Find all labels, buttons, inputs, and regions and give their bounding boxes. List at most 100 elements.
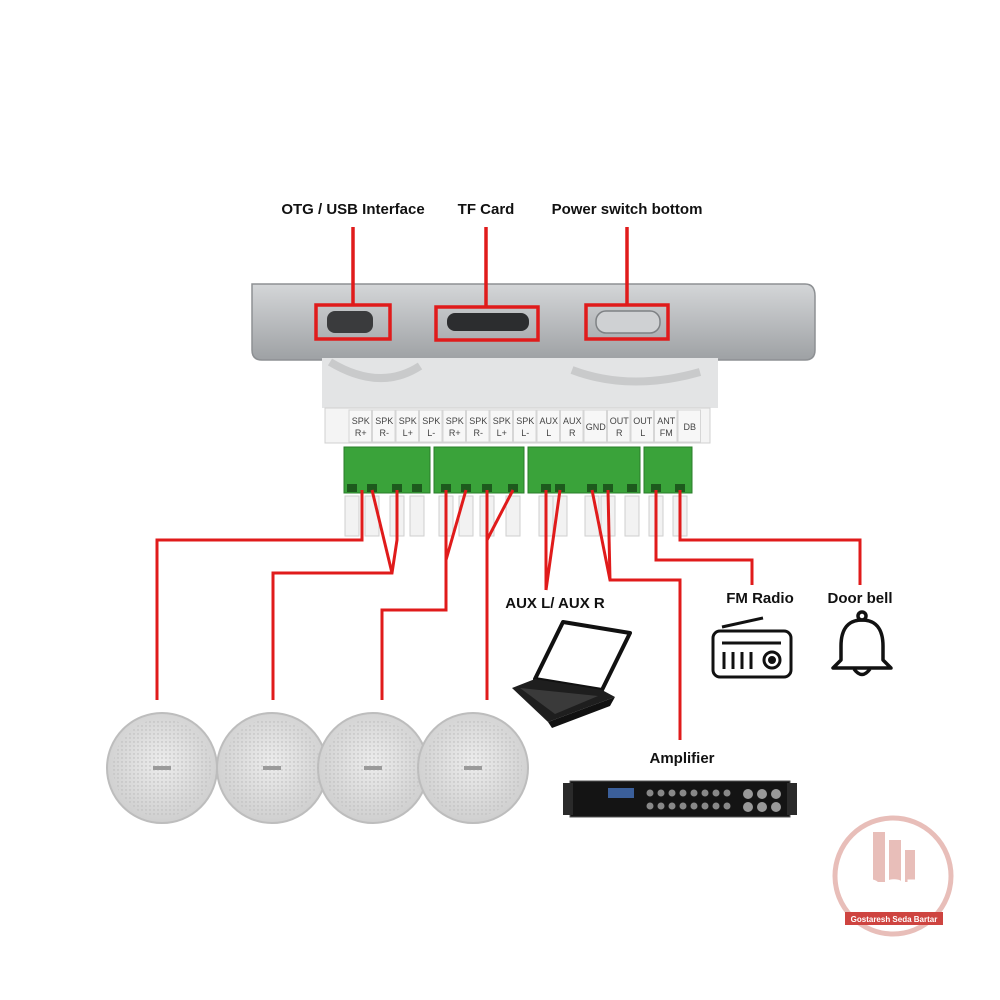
amplifier-unit xyxy=(563,780,797,818)
terminal-screw-hole xyxy=(555,484,565,492)
terminal-label-top: SPK xyxy=(493,416,511,426)
amp-knob xyxy=(690,802,698,810)
amp-knob xyxy=(679,802,687,810)
amp-knob xyxy=(701,789,709,797)
terminal-label: AUX R xyxy=(560,409,584,443)
amp-knob xyxy=(668,789,676,797)
terminal-label: AUX L xyxy=(536,409,560,443)
gsb-logo-text: GSB xyxy=(856,873,930,911)
amp-knob xyxy=(646,802,654,810)
terminal-label-top: ANT xyxy=(657,416,676,426)
plug-stem xyxy=(624,495,640,537)
fm-radio-label: FM Radio xyxy=(726,590,794,607)
amp-knob xyxy=(668,802,676,810)
terminal-label-bottom: L+ xyxy=(403,428,413,438)
otg-usb-label: OTG / USB Interface xyxy=(281,201,424,218)
tf-card-slot xyxy=(447,313,529,331)
terminal-label-bottom: R- xyxy=(474,428,484,438)
plug-stem xyxy=(344,495,360,537)
amp-knob xyxy=(712,802,720,810)
ceiling-speakers xyxy=(106,712,529,824)
terminal-label: SPK L+ xyxy=(395,409,419,443)
terminal-screw-hole xyxy=(675,484,685,492)
amp-knob xyxy=(743,802,753,812)
terminal-label-top: OUT xyxy=(610,416,630,426)
terminal-label: SPK L- xyxy=(419,409,443,443)
amp-knob xyxy=(771,802,781,812)
terminal-screw-hole xyxy=(482,484,492,492)
terminal-label: SPK R+ xyxy=(442,409,466,443)
usb-port xyxy=(327,311,373,333)
amp-knob xyxy=(757,789,767,799)
terminal-label-top: SPK xyxy=(422,416,440,426)
terminal-label: SPK L- xyxy=(513,409,537,443)
amp-knob xyxy=(723,802,731,810)
terminal-screw-hole xyxy=(412,484,422,492)
power-switch xyxy=(595,310,661,334)
aux-label: AUX L/ AUX R xyxy=(505,595,605,612)
amp-knob xyxy=(771,789,781,799)
terminal-screw-hole xyxy=(461,484,471,492)
terminal-screw-hole xyxy=(627,484,637,492)
ceiling-speaker-icon xyxy=(216,712,328,824)
amplifier-label: Amplifier xyxy=(649,750,714,767)
terminal-label-bottom: R- xyxy=(380,428,390,438)
terminal-screw-hole xyxy=(367,484,377,492)
radio-icon xyxy=(711,616,793,679)
terminal-screw-hole xyxy=(587,484,597,492)
power-switch-label: Power switch bottom xyxy=(552,201,703,218)
terminal-screw-hole xyxy=(541,484,551,492)
amp-knob xyxy=(723,789,731,797)
terminal-label-top: GND xyxy=(586,422,607,432)
terminal-label-bottom: R xyxy=(569,428,576,438)
terminal-label-top: SPK xyxy=(516,416,534,426)
amp-knob xyxy=(712,789,720,797)
terminal-screw-hole xyxy=(441,484,451,492)
plug-stem xyxy=(505,495,521,537)
terminal-screw-hole xyxy=(603,484,613,492)
terminal-label-top: SPK xyxy=(446,416,464,426)
terminal-label: SPK L+ xyxy=(489,409,513,443)
laptop-icon xyxy=(512,620,632,728)
amp-knob xyxy=(679,789,687,797)
terminal-label-bottom: L xyxy=(546,428,551,438)
terminal-screw-hole xyxy=(651,484,661,492)
terminal-label: DB xyxy=(677,409,701,443)
terminal-label: ANT FM xyxy=(654,409,678,443)
amp-knob xyxy=(657,789,665,797)
amp-knob xyxy=(701,802,709,810)
plug-stem xyxy=(409,495,425,537)
gsb-watermark: GSB Gostaresh Seda Bartar xyxy=(832,815,954,937)
terminal-label-top: SPK xyxy=(399,416,417,426)
terminal-label-bottom: R+ xyxy=(449,428,461,438)
terminal-label-top: OUT xyxy=(633,416,653,426)
tf-card-label: TF Card xyxy=(458,201,515,218)
terminal-label-top: AUX xyxy=(539,416,558,426)
amp-knob xyxy=(690,789,698,797)
gsb-company-text: Gostaresh Seda Bartar xyxy=(851,915,938,924)
ceiling-speaker-icon xyxy=(106,712,218,824)
terminal-label-bottom: R+ xyxy=(355,428,367,438)
terminal-label-bottom: L- xyxy=(521,428,529,438)
amp-knob xyxy=(743,789,753,799)
terminal-label: GND xyxy=(583,409,607,443)
door-bell-label: Door bell xyxy=(827,590,892,607)
terminal-holes xyxy=(347,484,685,492)
terminal-screw-hole xyxy=(392,484,402,492)
amp-knob xyxy=(646,789,654,797)
terminal-label-bottom: L+ xyxy=(497,428,507,438)
terminal-label-top: AUX xyxy=(563,416,582,426)
terminal-label-bottom: L- xyxy=(427,428,435,438)
terminal-label-top: DB xyxy=(683,422,696,432)
ceiling-speaker-icon xyxy=(317,712,429,824)
terminal-label-bottom: FM xyxy=(660,428,673,438)
terminal-label-top: SPK xyxy=(375,416,393,426)
terminal-screw-hole xyxy=(347,484,357,492)
terminal-label: SPK R- xyxy=(372,409,396,443)
bell-icon xyxy=(831,610,893,677)
